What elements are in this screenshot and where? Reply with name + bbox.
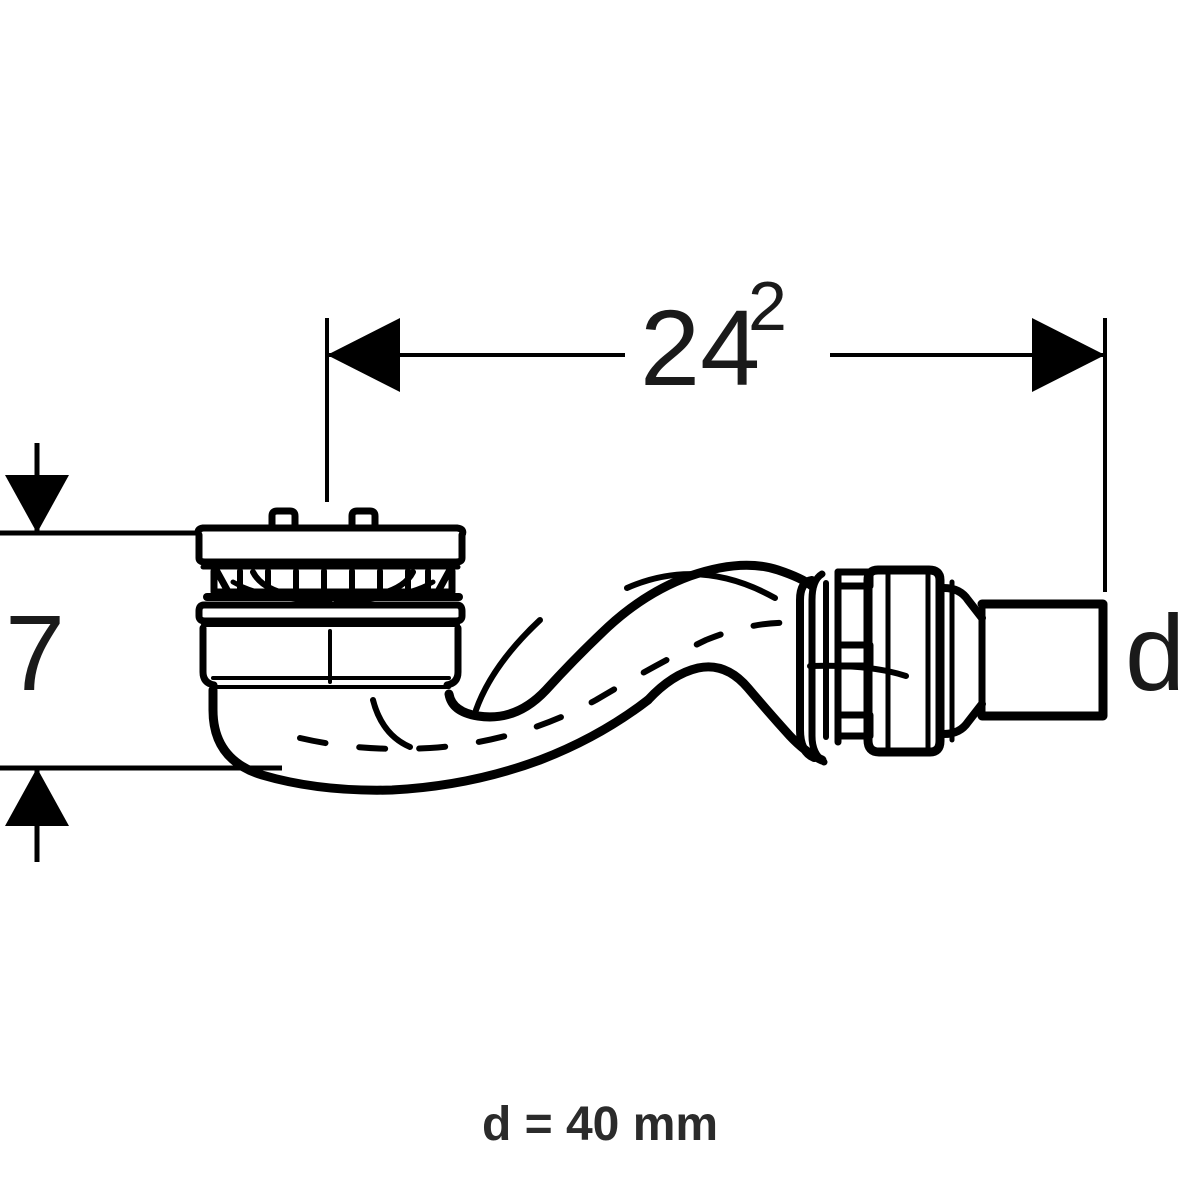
body-wall-right (443, 624, 462, 689)
dimension-lines-group (0, 300, 1107, 862)
body-wall-left (199, 624, 218, 689)
trap-outlet-lip-inner (808, 570, 828, 766)
grate-slot-band (210, 567, 456, 596)
trap-inner-line-mid (473, 617, 543, 713)
outlet-compression-nut (823, 565, 986, 757)
s-shaped-trap-pipe (208, 560, 909, 795)
drain-grate-strainer (194, 507, 467, 604)
nut-shoulder-top (940, 584, 986, 622)
dimension-labels-group: 24 2 7 d (5, 267, 1185, 713)
dimension-label-mask-horizontal (625, 300, 830, 410)
trap-inner-line-top (624, 571, 778, 601)
arrowhead-down (5, 475, 69, 533)
dimension-label-length-superscript: 2 (748, 267, 787, 345)
nut-body (863, 565, 945, 757)
outlet-pipe-spigot (977, 599, 1108, 721)
dimension-label-length: 24 (640, 287, 760, 408)
grate-leg-left-outer (210, 562, 235, 601)
arrowhead-left (327, 318, 400, 392)
trap-hidden-dashed-line (297, 619, 809, 752)
grate-cover-plate (194, 524, 467, 566)
grate-tab-left (268, 507, 299, 532)
nut-shoulder-bottom (940, 700, 986, 738)
grate-tab-right (348, 507, 379, 532)
arrowhead-right (1032, 318, 1105, 392)
trap-outlet-lip (796, 576, 818, 762)
caption-label: d = 40 mm (482, 1098, 718, 1151)
trap-bottom-outer-right (643, 662, 827, 765)
trap-top-contour (444, 560, 817, 722)
grate-leg-right-outer (431, 562, 456, 601)
dimension-label-diameter: d (1125, 592, 1185, 713)
trap-bottom-outer-left (208, 685, 653, 795)
dimension-label-height: 7 (5, 592, 65, 713)
body-top-collar (195, 601, 466, 625)
drain-body-cylinder (195, 601, 466, 689)
arrowhead-up (5, 768, 69, 826)
trap-inner-line-left (370, 697, 413, 750)
outlet-pipe-outline (977, 599, 1108, 721)
